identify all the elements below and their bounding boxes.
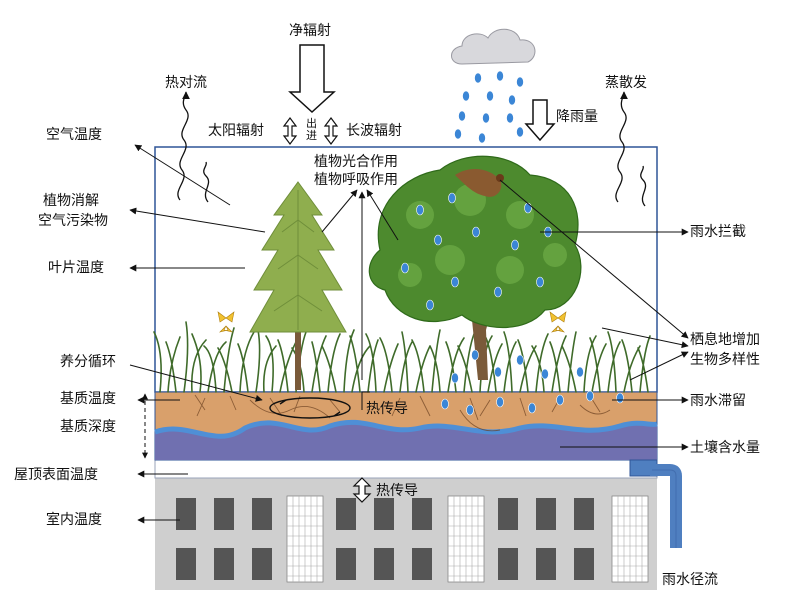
label-habitat-2: 生物多样性 — [690, 352, 760, 368]
label-heat-conduction-roof: 热传导 — [376, 483, 418, 499]
bird-icon — [455, 168, 504, 197]
label-air-temperature: 空气温度 — [46, 127, 102, 143]
substrate-layers — [154, 391, 658, 461]
label-substrate-depth: 基质深度 — [60, 419, 116, 435]
soil-heat-arrow — [361, 391, 370, 410]
left-tree — [249, 181, 347, 390]
label-rain-retention: 雨水滞留 — [690, 393, 746, 409]
label-soil-moisture: 土壤含水量 — [690, 440, 760, 456]
net-radiation-arrow — [288, 44, 336, 114]
label-rain-runoff: 雨水径流 — [662, 572, 718, 588]
label-indoor-temperature: 室内温度 — [46, 512, 102, 528]
rainfall-arrow — [524, 99, 556, 142]
label-respiration: 植物呼吸作用 — [314, 172, 398, 188]
label-heat-conduction-soil: 热传导 — [366, 401, 408, 417]
pointer-arrows — [129, 144, 689, 524]
label-leaf-temperature: 叶片温度 — [48, 260, 104, 276]
building-windows — [176, 498, 594, 580]
rain-drop-icon — [401, 70, 624, 416]
label-evaporation: 蒸散发 — [605, 75, 647, 91]
label-plant-pollutant-2: 空气污染物 — [38, 213, 108, 229]
label-roof-surface-temperature: 屋顶表面温度 — [14, 467, 98, 483]
label-heat-convection: 热对流 — [165, 75, 207, 91]
label-longwave-radiation: 长波辐射 — [346, 123, 402, 139]
right-tree — [368, 155, 582, 380]
label-net-radiation: 净辐射 — [289, 23, 331, 39]
convection-waves — [177, 91, 647, 207]
building — [154, 459, 658, 590]
label-plant-pollutant-1: 植物消解 — [43, 193, 99, 209]
nutrient-cycle-loop — [269, 397, 351, 419]
drain-pipe — [629, 459, 682, 548]
label-rain-interception: 雨水拦截 — [690, 224, 746, 240]
label-out: 出 — [306, 117, 317, 130]
label-photosynthesis: 植物光合作用 — [314, 154, 398, 170]
roof-heat-arrow — [352, 477, 372, 503]
longwave-updown-arrow — [323, 117, 339, 145]
label-habitat-1: 栖息地增加 — [690, 332, 760, 348]
label-rainfall: 降雨量 — [556, 109, 598, 125]
label-solar-radiation: 太阳辐射 — [208, 123, 264, 139]
cloud-icon — [451, 28, 536, 65]
butterfly-icon — [217, 311, 567, 333]
grass — [153, 321, 651, 393]
solar-updown-arrow — [282, 117, 298, 145]
label-nutrient-cycle: 养分循环 — [60, 354, 116, 370]
label-substrate-temperature: 基质温度 — [60, 391, 116, 407]
label-in: 进 — [306, 129, 317, 142]
